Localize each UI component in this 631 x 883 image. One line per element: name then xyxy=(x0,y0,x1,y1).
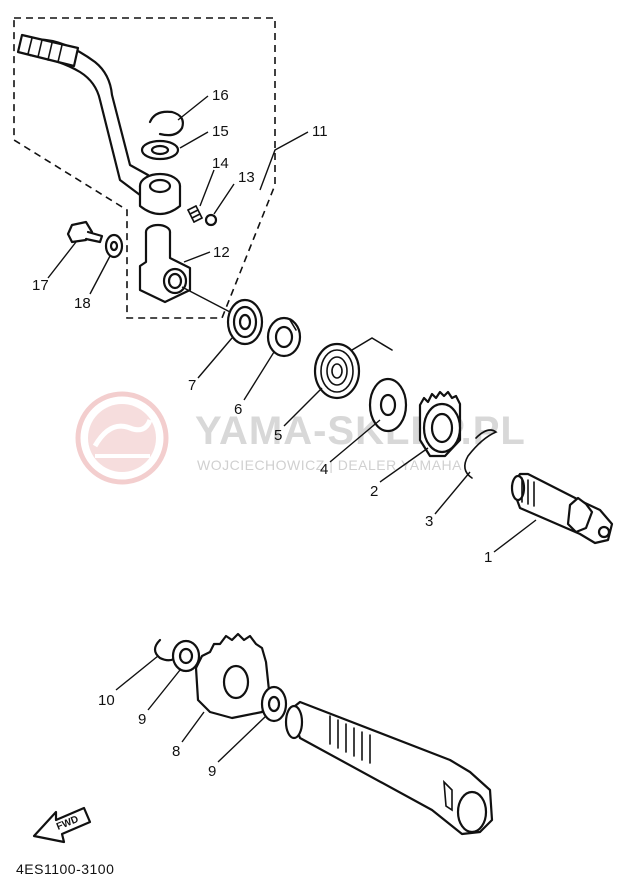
spring-14 xyxy=(187,205,203,223)
leader-lines xyxy=(47,95,537,763)
kick-crank-lever xyxy=(16,33,182,216)
ball-13 xyxy=(204,213,218,227)
label-12: 12 xyxy=(213,244,230,261)
fwd-arrow: FWD xyxy=(32,806,92,844)
label-3: 3 xyxy=(425,513,433,530)
label-4: 4 xyxy=(320,461,328,478)
label-7: 7 xyxy=(188,377,196,394)
label-13: 13 xyxy=(238,169,255,186)
boss-12 xyxy=(138,223,192,304)
label-9-lower: 9 xyxy=(208,763,216,780)
watermark: YAMA-SKLEP.PL WOJCIECHOWICZ | DEALER YAM… xyxy=(75,391,526,485)
label-1: 1 xyxy=(484,549,492,566)
upper-assembly-axis xyxy=(181,286,231,313)
part-number-labels: 16 15 14 13 11 12 17 18 7 6 5 4 2 3 1 10… xyxy=(32,87,492,780)
label-8: 8 xyxy=(172,743,180,760)
circlip-16 xyxy=(148,110,184,137)
label-15: 15 xyxy=(212,123,229,140)
label-18: 18 xyxy=(74,295,91,312)
label-10: 10 xyxy=(98,692,115,709)
kick-axle-1 xyxy=(510,472,614,545)
label-16: 16 xyxy=(212,87,229,104)
ring-6 xyxy=(266,316,302,358)
diagram-code: 4ES1100-3100 xyxy=(16,861,114,877)
kick-idle-shaft xyxy=(284,700,494,836)
oil-seal-7 xyxy=(226,298,264,346)
label-17: 17 xyxy=(32,277,49,294)
label-2: 2 xyxy=(370,483,378,500)
label-5: 5 xyxy=(274,427,282,444)
torsion-spring-5 xyxy=(313,337,393,400)
watermark-title: YAMA-SKLEP.PL xyxy=(195,409,526,453)
kick-gear-2 xyxy=(418,390,462,458)
label-6: 6 xyxy=(234,401,242,418)
label-11: 11 xyxy=(312,123,328,140)
label-9-upper: 9 xyxy=(138,711,146,728)
gear-8 xyxy=(194,632,272,720)
kick-crank-assembly-boundary xyxy=(13,17,276,319)
clip-3 xyxy=(464,429,498,479)
watermark-subtitle: WOJCIECHOWICZ | DEALER YAMAHA xyxy=(197,457,462,473)
washer-4 xyxy=(368,377,408,433)
bolt-17 xyxy=(66,220,104,244)
washer-15 xyxy=(140,139,180,161)
watermark-logo xyxy=(75,391,169,485)
label-14: 14 xyxy=(212,155,229,172)
washer-9-upper xyxy=(171,639,201,673)
washer-18 xyxy=(104,233,124,259)
washer-9-lower xyxy=(260,685,288,723)
